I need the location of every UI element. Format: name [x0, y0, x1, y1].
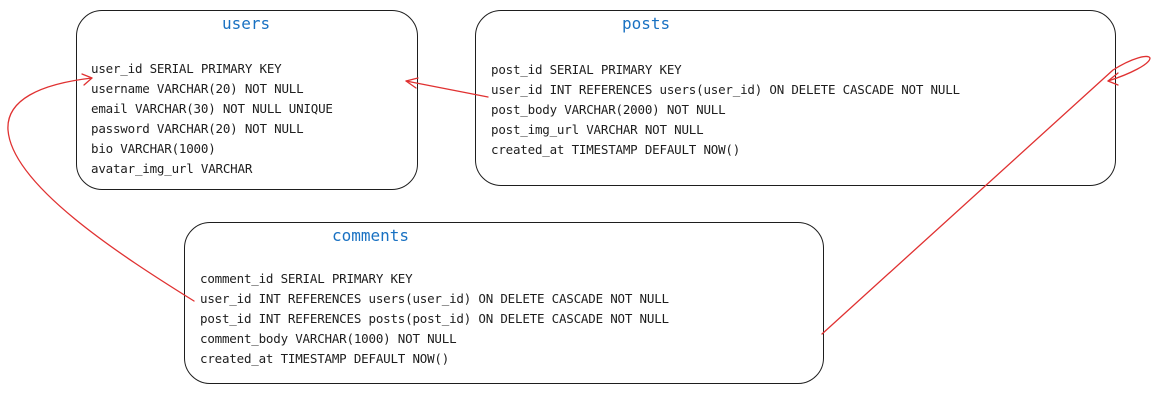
- posts-column: post_id SERIAL PRIMARY KEY: [491, 62, 682, 77]
- users-column: bio VARCHAR(1000): [91, 141, 216, 156]
- posts-table-title: posts: [622, 14, 671, 33]
- comments-column: post_id INT REFERENCES posts(post_id) ON…: [200, 311, 669, 326]
- comments-table-title: comments: [332, 226, 410, 245]
- users-column: email VARCHAR(30) NOT NULL UNIQUE: [91, 101, 333, 116]
- relationship-arrow-comments-users[interactable]: [7, 77, 195, 302]
- users-table-title: users: [222, 14, 271, 33]
- comments-column: comment_body VARCHAR(1000) NOT NULL: [200, 331, 457, 346]
- users-column: user_id SERIAL PRIMARY KEY: [91, 61, 282, 76]
- comments-table[interactable]: [184, 222, 824, 384]
- users-table[interactable]: [76, 10, 418, 190]
- users-column: password VARCHAR(20) NOT NULL: [91, 121, 304, 136]
- relationship-arrow-comments-posts[interactable]: [821, 55, 1151, 335]
- posts-column: created_at TIMESTAMP DEFAULT NOW(): [491, 142, 741, 157]
- posts-column: post_img_url VARCHAR NOT NULL: [491, 122, 704, 137]
- users-column: username VARCHAR(20) NOT NULL: [91, 81, 304, 96]
- comments-column: comment_id SERIAL PRIMARY KEY: [200, 271, 413, 286]
- comments-column: created_at TIMESTAMP DEFAULT NOW(): [200, 351, 450, 366]
- comments-column: user_id INT REFERENCES users(user_id) ON…: [200, 291, 669, 306]
- relationship-arrow-posts-users[interactable]: [405, 80, 489, 98]
- users-column: avatar_img_url VARCHAR: [91, 161, 253, 176]
- posts-column: user_id INT REFERENCES users(user_id) ON…: [491, 82, 960, 97]
- arrowhead-icon: [1107, 72, 1119, 86]
- posts-table[interactable]: [475, 10, 1116, 186]
- arrowhead-icon: [405, 77, 419, 89]
- arrowhead-icon: [81, 73, 93, 86]
- posts-column: post_body VARCHAR(2000) NOT NULL: [491, 102, 726, 117]
